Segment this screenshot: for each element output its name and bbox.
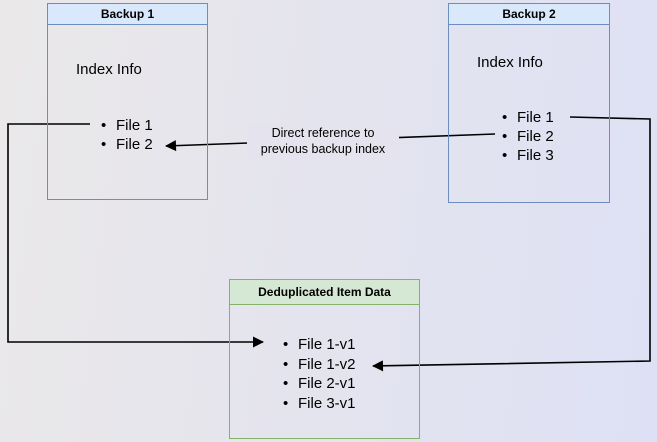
list-item: • File 1 (502, 108, 554, 127)
deduplicated-item-data-box: Deduplicated Item Data • File 1-v1 • Fil… (229, 279, 420, 439)
file-label: File 3 (517, 147, 554, 164)
file-label: File 2-v1 (298, 375, 356, 392)
bullet-icon: • (101, 136, 107, 153)
list-item: • File 1-v1 (283, 335, 356, 355)
bullet-icon: • (101, 117, 107, 134)
bullet-icon: • (502, 109, 508, 126)
file-label: File 2 (116, 136, 153, 153)
file-label: File 1 (517, 109, 554, 126)
backup2-header: Backup 2 (449, 4, 609, 25)
list-item: • File 2-v1 (283, 374, 356, 394)
backup2-file-list: • File 1 • File 2 • File 3 (502, 108, 554, 165)
bullet-icon: • (283, 375, 289, 392)
file-label: File 1 (116, 117, 153, 134)
bullet-icon: • (283, 355, 289, 373)
list-item: • File 1-v2 (283, 355, 356, 375)
backup1-file-list: • File 1 • File 2 (101, 116, 153, 154)
dedup-file-list: • File 1-v1 • File 1-v2 • File 2-v1 • Fi… (283, 335, 356, 413)
backup2-box: Backup 2 Index Info • File 1 • File 2 • … (448, 3, 610, 203)
backup1-header: Backup 1 (48, 4, 207, 25)
file-label: File 1-v1 (298, 336, 356, 353)
connector-label-line2: previous backup index (260, 142, 386, 156)
connector-label: Direct reference to previous backup inde… (247, 123, 399, 159)
list-item: • File 3 (502, 146, 554, 165)
backup1-index-info-label: Index Info (76, 61, 142, 78)
file-label: File 2 (517, 128, 554, 145)
list-item: • File 1 (101, 116, 153, 135)
backup1-box: Backup 1 Index Info • File 1 • File 2 (47, 3, 208, 200)
connector-label-line1: Direct reference to (271, 126, 375, 140)
file-label: File 3-v1 (298, 394, 356, 412)
bullet-icon: • (502, 128, 508, 145)
list-item: • File 3-v1 (283, 394, 356, 414)
bullet-icon: • (502, 147, 508, 164)
dedup-header: Deduplicated Item Data (230, 280, 419, 305)
list-item: • File 2 (502, 127, 554, 146)
bullet-icon: • (283, 394, 289, 412)
file-label: File 1-v2 (298, 355, 356, 373)
bullet-icon: • (283, 336, 289, 353)
backup2-index-info-label: Index Info (477, 54, 543, 71)
list-item: • File 2 (101, 135, 153, 154)
